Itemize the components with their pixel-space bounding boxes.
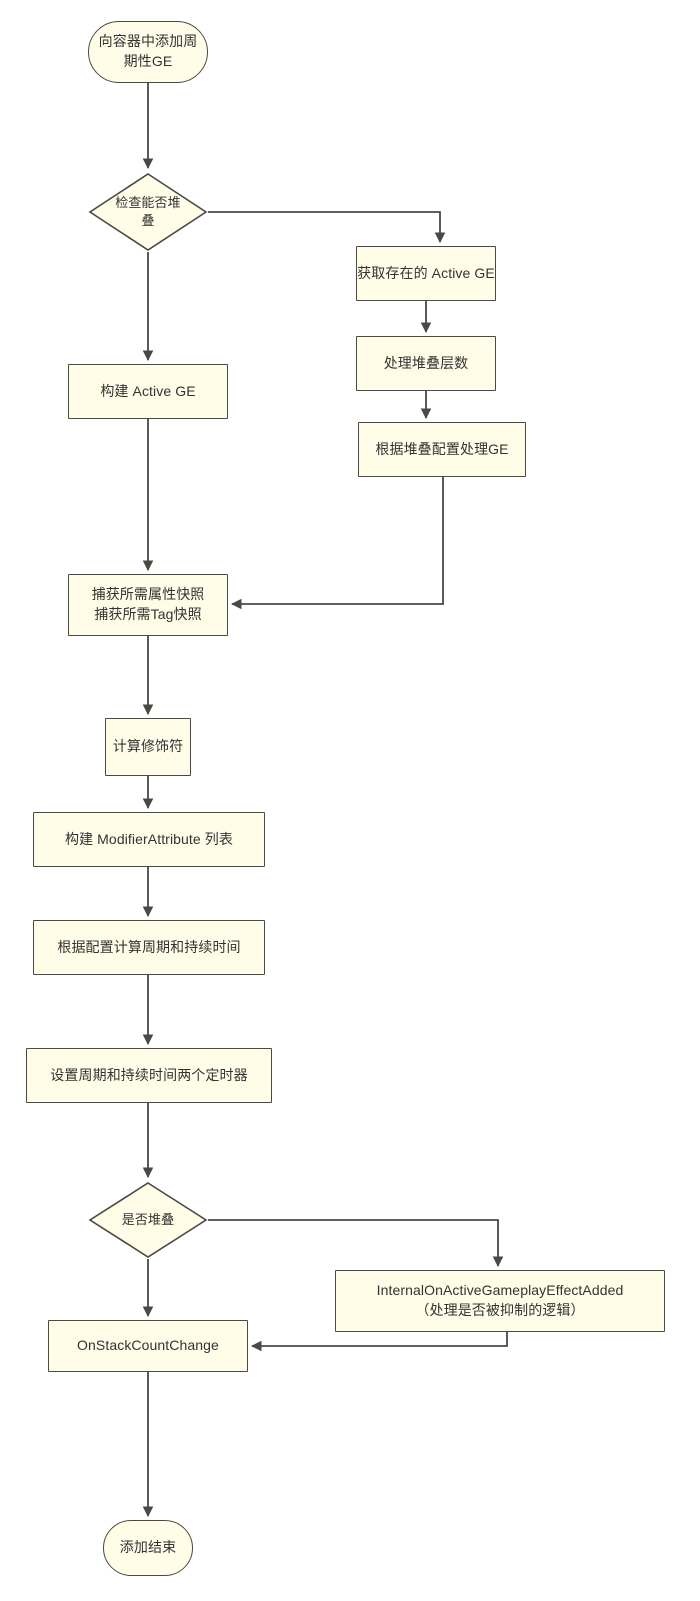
node-calc-period-duration[interactable]: 根据配置计算周期和持续时间 [33, 920, 265, 975]
node-calc-modifier-label: 计算修饰符 [112, 738, 184, 755]
edge-internal-on-added-to-on-stack-count-change [250, 1332, 508, 1352]
node-handle-by-stack-config[interactable]: 根据堆叠配置处理GE [358, 422, 526, 477]
node-build-active-ge[interactable]: 构建 Active GE [68, 364, 228, 419]
node-handle-stack-count-label: 处理堆叠层数 [383, 354, 469, 371]
node-handle-by-stack-config-label: 根据堆叠配置处理GE [375, 440, 509, 457]
node-build-active-ge-label: 构建 Active GE [100, 382, 196, 399]
diamond-shape [88, 173, 208, 251]
node-set-timers[interactable]: 设置周期和持续时间两个定时器 [26, 1048, 272, 1103]
node-capture-snapshot[interactable]: 捕获所需属性快照 捕获所需Tag快照 [68, 574, 228, 636]
node-get-active-ge[interactable]: 获取存在的 Active GE [356, 246, 496, 301]
edge-is-stack-to-internal-on-added [208, 1219, 504, 1268]
node-build-modifier-list[interactable]: 构建 ModifierAttribute 列表 [33, 812, 265, 867]
node-is-stack-label: 是否堆叠 [121, 1211, 175, 1227]
node-calc-modifier[interactable]: 计算修饰符 [105, 718, 191, 776]
node-on-stack-count-change-label: OnStackCountChange [77, 1337, 219, 1354]
node-internal-on-active-gameplay-effect-added-label: InternalOnActiveGameplayEffectAdded （处理是… [376, 1282, 624, 1318]
node-end[interactable]: 添加结束 [103, 1520, 193, 1576]
node-build-modifier-list-label: 构建 ModifierAttribute 列表 [64, 830, 233, 847]
node-capture-snapshot-label: 捕获所需属性快照 捕获所需Tag快照 [91, 586, 205, 622]
node-check-stack-label: 检查能否堆 叠 [115, 194, 181, 228]
node-set-timers-label: 设置周期和持续时间两个定时器 [50, 1066, 248, 1083]
node-calc-period-duration-label: 根据配置计算周期和持续时间 [57, 938, 241, 955]
node-start[interactable]: 向容器中添加周 期性GE [88, 21, 208, 83]
node-on-stack-count-change[interactable]: OnStackCountChange [48, 1320, 248, 1372]
node-internal-on-active-gameplay-effect-added[interactable]: InternalOnActiveGameplayEffectAdded （处理是… [335, 1270, 665, 1332]
diamond-shape [88, 1182, 208, 1258]
edge-check-stack-to-get-active-ge [208, 211, 446, 244]
edge-handle-by-stack-cfg-to-capture-snapshot [230, 477, 444, 610]
node-is-stack[interactable]: 是否堆叠 [88, 1181, 208, 1259]
node-start-label: 向容器中添加周 期性GE [98, 33, 198, 69]
node-get-active-ge-label: 获取存在的 Active GE [357, 264, 495, 281]
node-check-stack[interactable]: 检查能否堆 叠 [88, 172, 208, 252]
node-handle-stack-count[interactable]: 处理堆叠层数 [356, 336, 496, 391]
node-end-label: 添加结束 [119, 1539, 177, 1556]
